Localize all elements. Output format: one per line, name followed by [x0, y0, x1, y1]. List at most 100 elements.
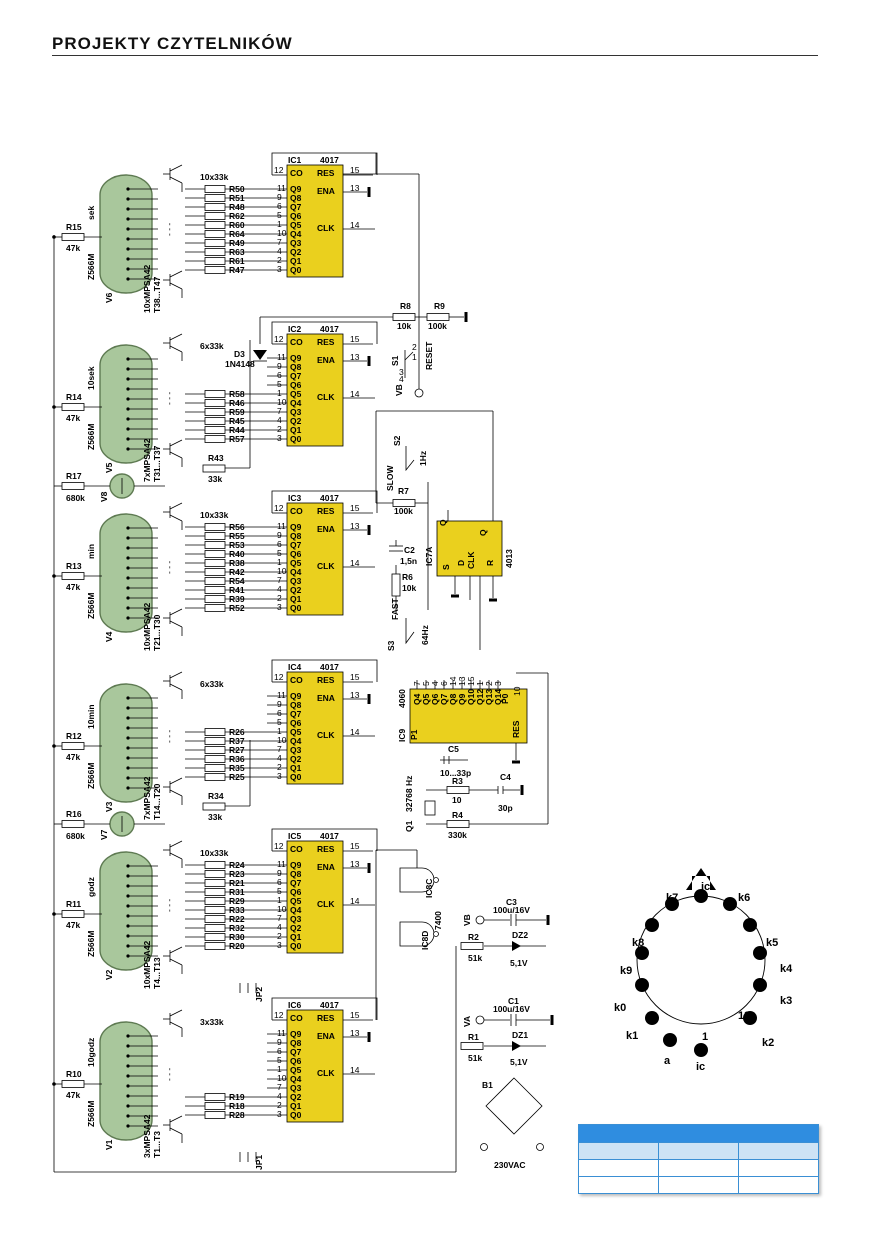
transistor-ellipsis: - - - [164, 899, 174, 912]
q1-value: 32768 Hz [404, 776, 414, 812]
transistor-wire [169, 514, 183, 522]
tube-type-label: Z566M [86, 593, 96, 619]
neon-name-label: V8 [99, 491, 109, 502]
pin-number-label: 5 [277, 548, 282, 558]
tube-name-label: V1 [104, 1139, 114, 1150]
ic-name-label: IC1 [288, 155, 302, 165]
s1-name: S1 [390, 355, 400, 366]
transistor-type-label: 7xMPSA42 [142, 438, 152, 482]
anode-resistor [61, 572, 85, 580]
pinout-circle [636, 895, 766, 1025]
pin-q-label: Q2 [290, 754, 302, 764]
transistor-wire [169, 1009, 183, 1017]
pin-number-label: 6 [277, 539, 282, 549]
pin-q-label: Q0 [290, 603, 302, 613]
pin-label: 2 [412, 342, 417, 352]
pinout-pin-label: k7 [666, 892, 678, 904]
pin-number-label: 2 [277, 762, 282, 772]
nixie-tube-body [99, 344, 153, 464]
ic7a-body [436, 520, 503, 577]
transistor-ellipsis: - - - [164, 730, 174, 743]
pin-number-label: 9 [277, 192, 282, 202]
pinout-pin-label: 1 [702, 1031, 708, 1043]
transistor-wire [169, 451, 183, 459]
pin-clk-label: CLK [317, 223, 335, 233]
ic9-p0-label: P0 [500, 693, 510, 704]
pin-clk-label: CLK [317, 561, 335, 571]
r8-resistor [392, 313, 416, 321]
base-resistor [204, 764, 226, 772]
base-resistor [204, 185, 226, 193]
base-resistor [204, 942, 226, 950]
pin-q-label: Q1 [290, 932, 302, 942]
pin-number-label: 12 [274, 165, 284, 175]
ic-counter-body [286, 1009, 344, 1123]
pin-q-label: Q5 [290, 727, 302, 737]
pin-q-label: Q8 [290, 531, 302, 541]
pin-number-label: 1 [277, 726, 282, 736]
pin-number-label: 13 [350, 690, 360, 700]
pin-number-label: 5 [277, 886, 282, 896]
r6-name: R6 [402, 572, 413, 582]
pinout-pin [635, 978, 649, 992]
transistor-wire [169, 608, 183, 616]
ic9-output-label: Q4 [412, 693, 422, 705]
c3-value: 100u/16V [493, 905, 530, 915]
nand-type: 7400 [433, 911, 443, 930]
pin-q-label: Q8 [290, 869, 302, 879]
r1-name: R1 [468, 1032, 479, 1042]
hz64-label: 64Hz [420, 625, 430, 645]
tube-digit-label: min [86, 544, 96, 559]
pin-q-label: Q6 [290, 380, 302, 390]
ic-name-label: IC3 [288, 493, 302, 503]
base-resistor [204, 559, 226, 567]
pin-number-label: 11 [277, 859, 286, 869]
r9-value: 100k [428, 321, 447, 331]
ic-counter-body [286, 502, 344, 616]
feedback-wire [271, 152, 378, 175]
page-section-title: PROJEKTY CZYTELNIKÓW [52, 34, 293, 53]
pin-clk-label: CLK [317, 899, 335, 909]
nand-bubble [433, 931, 439, 937]
pin-number-label: 4 [277, 584, 282, 594]
pin-number-label: 1 [277, 219, 282, 229]
ic9-output-label: Q6 [430, 693, 440, 705]
ic-counter-body [286, 840, 344, 954]
crystal-q1 [424, 800, 436, 816]
pin-number-label: 2 [277, 593, 282, 603]
pinout-pin [645, 918, 659, 932]
jp1-label: JP1 [254, 1155, 264, 1170]
ic-counter-body [286, 333, 344, 447]
pin-res-label: RES [317, 337, 335, 347]
base-resistor [204, 924, 226, 932]
pin-number-label: 4 [277, 753, 282, 763]
base-resistor [204, 1111, 226, 1119]
base-resistor [204, 523, 226, 531]
transistor-wire [169, 439, 183, 447]
ic-type-label: 4017 [320, 662, 339, 672]
pinout-pin-label: k4 [780, 963, 793, 975]
pin-q-label: Q8 [290, 1038, 302, 1048]
anode-resistor [61, 403, 85, 411]
pin-number-label: 1 [277, 895, 282, 905]
pinout-pin [645, 1011, 659, 1025]
dz2-value: 5,1V [510, 958, 528, 968]
pin-q-label: Q7 [290, 202, 302, 212]
legend-table-row [578, 1159, 819, 1177]
pin-number-label: 14 [350, 1065, 360, 1075]
transistor-type-label: 7xMPSA42 [142, 776, 152, 820]
resistor-name-label: R43 [208, 453, 224, 463]
pin-number-label: 11 [277, 690, 286, 700]
pin-number-label: 1 [277, 1064, 282, 1074]
base-resistor [204, 755, 226, 763]
r3-value: 10 [452, 795, 462, 805]
neon-base-resistor [202, 802, 226, 811]
ic-name-label: IC2 [288, 324, 302, 334]
pin-number-label: 7 [277, 237, 282, 247]
pin-number-label: 2 [277, 424, 282, 434]
pin-q-label: Q8 [290, 700, 302, 710]
switch-s1 [404, 351, 414, 361]
zener-dz1 [512, 1041, 521, 1051]
resistor-array-title: 10x33k [200, 172, 229, 182]
pin-r-label: R [485, 560, 495, 566]
